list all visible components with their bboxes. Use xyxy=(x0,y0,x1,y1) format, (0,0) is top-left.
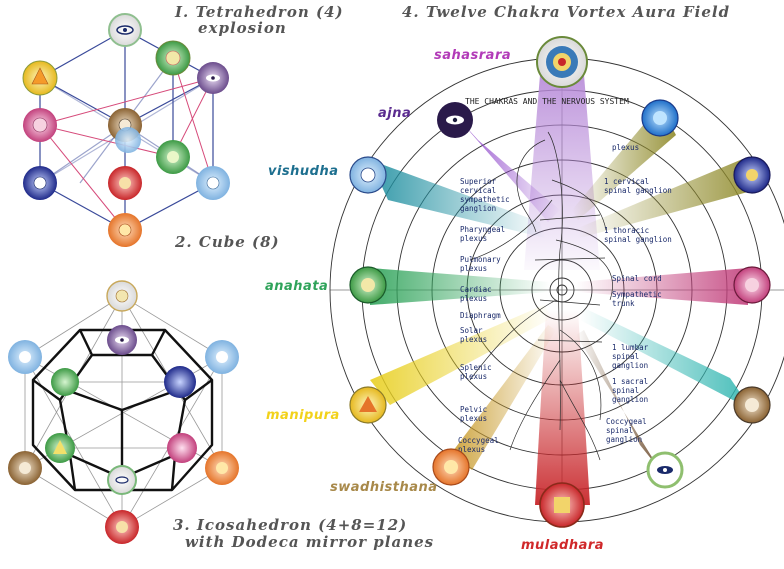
anat-label: 1 sacral xyxy=(612,377,648,386)
nervous-system-title: THE CHAKRAS AND THE NERVOUS SYSTEM xyxy=(465,97,629,106)
heading-icosahedron-sub: with Dodeca mirror planes xyxy=(185,533,434,551)
anat-label: 1 lumbar xyxy=(612,343,649,352)
panel-tetrahedron-cube xyxy=(22,13,230,247)
anat-label: Diaphragm xyxy=(460,311,501,320)
aura-chakra-icons xyxy=(349,36,771,528)
anat-label: Coccygeal xyxy=(606,417,647,426)
green-chakra-icon-2 xyxy=(156,140,190,174)
sky-chakra-icon-4 xyxy=(205,340,239,374)
anatomy-left-labels: Superior cervical sympathetic ganglion P… xyxy=(458,177,510,454)
red-chakra-icon-2 xyxy=(105,510,139,544)
heading-icosahedron: 3. Icosahedron (4+8=12) xyxy=(173,516,407,534)
anat-label: Superior xyxy=(460,177,497,186)
anat-label: Solar xyxy=(460,326,483,335)
heading-cube: 2. Cube (8) xyxy=(174,233,280,251)
anat-label: plexus xyxy=(458,445,485,454)
indigo-chakra-icon-2 xyxy=(164,366,196,398)
brown-mandala-icon xyxy=(733,386,771,424)
pink-mandala-icon xyxy=(733,266,771,304)
anat-label: Pharyngeal xyxy=(460,225,505,234)
sky-chakra-icon-2 xyxy=(196,166,230,200)
pink-chakra-icon xyxy=(23,108,57,142)
anahata-mandala-icon xyxy=(349,266,387,304)
anat-label: spinal ganglion xyxy=(604,235,672,244)
anat-label: sympathetic xyxy=(460,195,510,204)
indigo-chakra-icon xyxy=(23,166,57,200)
anat-label: plexus xyxy=(612,143,639,152)
anat-label: spinal xyxy=(612,386,639,395)
label-sahasrara: sahasrara xyxy=(434,48,511,63)
anat-label: plexus xyxy=(460,372,487,381)
green-chakra-icon-3 xyxy=(51,368,79,396)
label-anahata: anahata xyxy=(265,279,328,294)
panel-aura-field: THE CHAKRAS AND THE NERVOUS SYSTEM Super… xyxy=(329,36,784,528)
green-eye-icon-2 xyxy=(646,451,684,489)
anat-label: plexus xyxy=(460,294,487,303)
anat-label: cervical xyxy=(460,186,496,195)
green-eye-icon xyxy=(107,465,137,495)
yellow-chakra-icon xyxy=(22,60,58,96)
anat-label: ganglion xyxy=(612,395,648,404)
vortex-cones xyxy=(370,75,755,505)
anat-label: 1 cervical xyxy=(604,177,649,186)
label-ajna: ajna xyxy=(378,106,411,121)
label-vishudha: vishudha xyxy=(268,164,339,179)
orange-chakra-icon-2 xyxy=(205,451,239,485)
sky-chakra-icon xyxy=(115,127,141,153)
anat-label: plexus xyxy=(460,335,487,344)
anat-label: ganglion xyxy=(460,204,496,213)
red-chakra-icon xyxy=(108,166,142,200)
headings: I. Tetrahedron (4) explosion 2. Cube (8)… xyxy=(173,3,730,551)
sahasrara-mandala-icon xyxy=(536,36,588,88)
tetra-chakra-icons xyxy=(22,13,230,247)
anat-label: Splenic xyxy=(460,363,492,372)
anat-label: Pelvic xyxy=(460,405,487,414)
muladhara-mandala-icon xyxy=(539,482,585,528)
white-chakra-icon xyxy=(106,280,138,312)
green-chakra-icon xyxy=(155,40,191,76)
anat-label: spinal xyxy=(612,352,639,361)
eye-icon xyxy=(108,13,142,47)
anatomy-right-labels: plexus 1 cervical spinal ganglion 1 thor… xyxy=(604,143,672,444)
heading-aura-field: 4. Twelve Chakra Vortex Aura Field xyxy=(402,3,730,21)
nervous-system-figure xyxy=(469,131,613,461)
brown-chakra-icon-2 xyxy=(8,451,42,485)
anat-label: Coccygeal xyxy=(458,436,499,445)
vishudha-mandala-icon xyxy=(349,156,387,194)
label-swadhisthana: swadhisthana xyxy=(330,480,438,495)
anat-label: Spinal cord xyxy=(612,274,662,283)
green-chakra-icon-4 xyxy=(45,433,75,463)
label-muladhara: muladhara xyxy=(521,538,604,553)
anat-label: plexus xyxy=(460,264,487,273)
heading-tetrahedron: I. Tetrahedron (4) xyxy=(174,3,344,21)
anat-label: trunk xyxy=(612,299,635,308)
anat-label: spinal ganglion xyxy=(604,186,672,195)
violet-eye-icon-2 xyxy=(107,325,137,355)
panel-icosahedron xyxy=(8,280,239,544)
pink-chakra-icon-2 xyxy=(167,433,197,463)
anat-label: plexus xyxy=(460,234,487,243)
icosa-chakra-icons xyxy=(8,280,239,544)
chakra-labels: sahasrara ajna vishudha anahata manipura… xyxy=(265,48,604,553)
sky-chakra-icon-3 xyxy=(8,340,42,374)
ajna-eye-icon xyxy=(437,102,473,138)
indigo-mandala-icon xyxy=(733,156,771,194)
anat-label: 1 thoracic xyxy=(604,226,649,235)
anat-label: plexus xyxy=(460,414,487,423)
swadhisthana-mandala-icon xyxy=(432,448,470,486)
orange-chakra-icon xyxy=(108,213,142,247)
label-manipura: manipura xyxy=(266,408,340,423)
violet-eye-icon xyxy=(197,62,229,94)
anat-label: ganglion xyxy=(606,435,642,444)
anat-label: Sympathetic xyxy=(612,290,662,299)
manipura-mandala-icon xyxy=(349,386,387,424)
anat-label: Cardiac xyxy=(460,285,492,294)
anat-label: ganglion xyxy=(612,361,648,370)
heading-tetrahedron-sub: explosion xyxy=(198,19,287,37)
blue-mandala-icon xyxy=(641,99,679,137)
anat-label: spinal xyxy=(606,426,633,435)
anat-label: Pulmonary xyxy=(460,255,501,264)
